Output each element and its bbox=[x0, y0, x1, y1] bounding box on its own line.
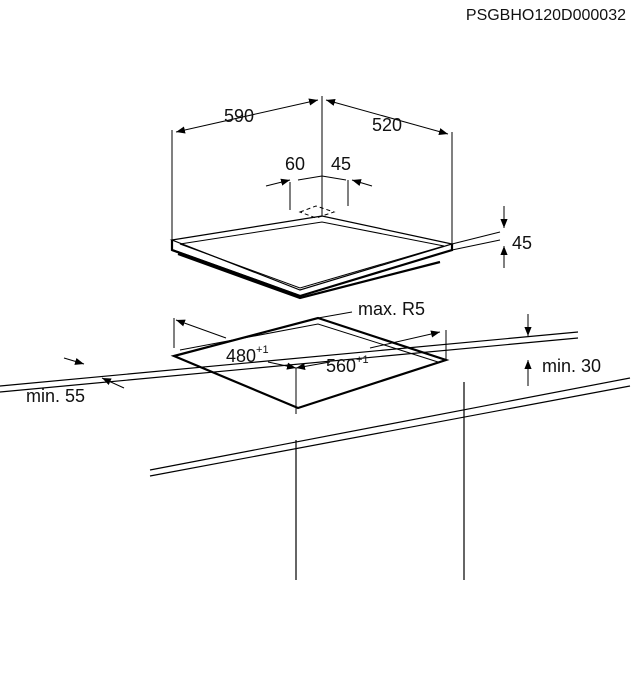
hob-offset-right-label: 45 bbox=[331, 154, 351, 174]
hob-offset-left-label: 60 bbox=[285, 154, 305, 174]
corner-radius-label: max. R5 bbox=[358, 299, 425, 319]
worktop bbox=[0, 331, 631, 580]
hob-depth-label: 520 bbox=[372, 115, 402, 135]
cutout-dimensions bbox=[63, 311, 532, 414]
hob-height-label: 45 bbox=[512, 233, 532, 253]
front-clearance-label: min. 55 bbox=[26, 386, 85, 406]
cutout-width-label: 560+1 bbox=[326, 354, 369, 376]
hob-width-label: 590 bbox=[224, 106, 254, 126]
drawing-code: PSGBHO120D000032 bbox=[466, 7, 626, 24]
hob-dimensions bbox=[171, 96, 508, 268]
cutout-outline bbox=[170, 316, 450, 410]
cutout-depth-label: 480+1 bbox=[226, 344, 269, 366]
worktop-thickness-label: min. 30 bbox=[542, 356, 601, 376]
hob-outline bbox=[169, 205, 455, 300]
